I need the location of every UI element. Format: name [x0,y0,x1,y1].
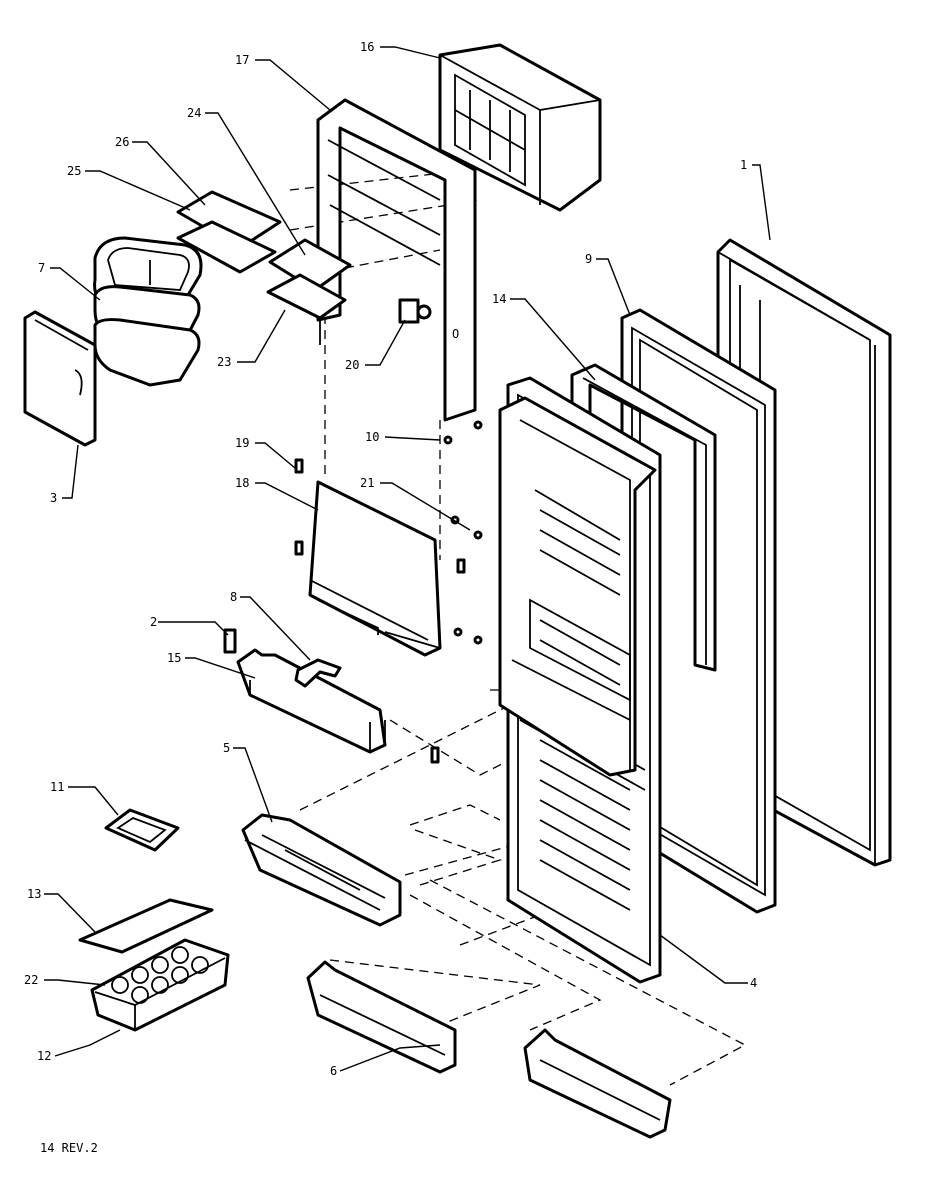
label-part-3: 3 [50,491,57,505]
part-labels: 1 2 3 4 5 6 7 8 9 10 11 12 13 14 15 16 1… [24,40,757,1078]
part-18-cover [308,480,442,657]
label-part-22: 22 [24,973,38,987]
label-part-13: 13 [27,887,41,901]
part-3-small-door [23,310,97,447]
label-part-24: 24 [187,106,201,120]
label-part-7: 7 [38,261,45,275]
label-part-16: 16 [360,40,374,54]
part-6b-bin [523,1028,672,1139]
label-part-25: 25 [67,164,81,178]
label-part-17: 17 [235,53,249,67]
revision-note: 14 REV.2 [40,1141,98,1155]
label-part-9: 9 [585,252,592,266]
part-16-upper-rack [438,43,602,212]
part-15-door-bin [236,648,387,754]
inner-shelf-liner [498,396,657,777]
part-5-long-bin [241,813,402,927]
part-25-shelf [176,220,277,274]
label-part-8: 8 [230,590,237,604]
part-2-clip [223,628,237,654]
part-23-shelf [266,273,347,320]
part-6-bin [306,960,457,1074]
label-part-26: 26 [115,135,129,149]
label-part-10: 10 [365,430,379,444]
leader-lines [44,46,771,1072]
part-13-shelf-plate [78,898,214,954]
label-part-12: 12 [37,1049,51,1063]
part-22-ice-cups [111,946,209,1004]
screws [294,420,483,764]
label-part-23: 23 [217,355,231,369]
label-part-2: 2 [150,615,157,629]
label-part-4: 4 [750,976,757,990]
part-12-ice-tray [90,938,230,1032]
label-part-15: 15 [167,651,181,665]
part-17-upper-frame: O [316,98,477,422]
shelf-parts [176,190,352,345]
label-part-11: 11 [50,780,64,794]
part-11-small-tray [104,808,180,852]
label-part-21: 21 [360,476,374,490]
part-7-bin-stack [93,236,203,387]
label-part-6: 6 [330,1064,337,1078]
label-part-20: 20 [345,358,359,372]
label-part-19: 19 [235,436,249,450]
label-part-1: 1 [740,158,747,172]
part-20-knob [398,298,432,324]
hole-mark: O [452,327,459,341]
label-part-5: 5 [223,741,230,755]
label-part-18: 18 [235,476,249,490]
part-8-bracket [294,658,342,688]
label-part-14: 14 [492,292,506,306]
